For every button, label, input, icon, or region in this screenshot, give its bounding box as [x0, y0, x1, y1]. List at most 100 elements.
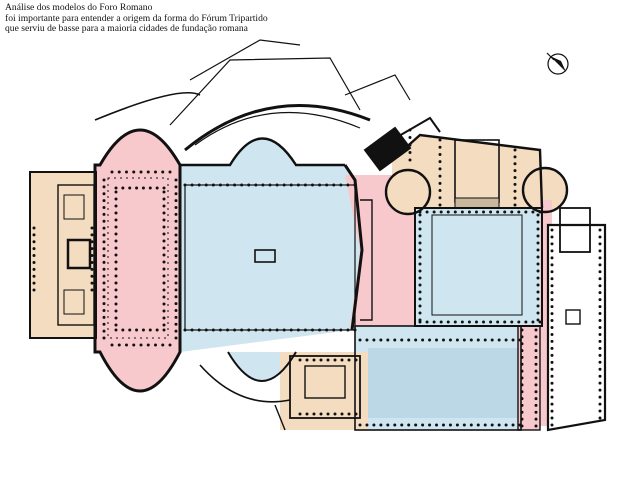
column-dot	[347, 412, 351, 416]
column-dot	[174, 336, 178, 340]
column-dot	[346, 328, 350, 332]
column-dot	[162, 225, 166, 229]
column-dot	[441, 338, 445, 342]
column-dot	[282, 183, 286, 187]
column-dot	[520, 403, 524, 407]
column-dot	[534, 390, 538, 394]
column-dot	[162, 323, 166, 327]
column-dot	[282, 328, 286, 332]
column-dot	[102, 302, 106, 306]
column-dot	[455, 338, 459, 342]
column-dot	[598, 409, 602, 413]
column-dot	[102, 247, 106, 251]
column-dot	[183, 328, 187, 332]
east-pink-strip	[518, 326, 540, 430]
column-dot	[32, 254, 36, 258]
column-dot	[598, 360, 602, 364]
column-dot	[550, 416, 554, 420]
column-dot	[174, 254, 178, 258]
column-dot	[598, 312, 602, 316]
column-dot	[536, 220, 540, 224]
column-dot	[550, 284, 554, 288]
column-dot	[418, 290, 422, 294]
column-dot	[513, 196, 517, 200]
column-dot	[598, 256, 602, 260]
column-dot	[598, 249, 602, 253]
column-dot	[303, 183, 307, 187]
northeast-exedra-left	[386, 170, 430, 214]
column-dot	[598, 353, 602, 357]
column-dot	[536, 290, 540, 294]
column-dot	[536, 234, 540, 238]
column-dot	[354, 358, 358, 362]
column-dot	[254, 183, 258, 187]
column-dot	[598, 416, 602, 420]
column-dot	[482, 210, 486, 214]
column-dot	[372, 423, 376, 427]
column-dot	[418, 227, 422, 231]
column-dot	[536, 269, 540, 273]
column-dot	[114, 295, 118, 299]
column-dot	[550, 423, 554, 427]
column-dot	[32, 233, 36, 237]
column-dot	[102, 322, 106, 326]
column-dot	[365, 338, 369, 342]
column-dot	[504, 338, 508, 342]
column-dot	[102, 219, 106, 223]
column-dot	[174, 281, 178, 285]
column-dot	[520, 383, 524, 387]
column-dot	[102, 226, 106, 230]
column-dot	[174, 240, 178, 244]
column-dot	[474, 320, 478, 324]
column-dot	[312, 412, 316, 416]
column-dot	[534, 328, 538, 332]
column-dot	[102, 309, 106, 313]
column-dot	[536, 213, 540, 217]
column-dot	[168, 170, 172, 174]
central-forum-zone	[180, 138, 362, 352]
column-dot	[275, 183, 279, 187]
column-dot	[462, 423, 466, 427]
column-dot	[418, 210, 422, 214]
column-dot	[114, 323, 118, 327]
column-dot	[513, 148, 517, 152]
column-dot	[102, 192, 106, 196]
column-dot	[517, 210, 521, 214]
column-dot	[332, 183, 336, 187]
column-dot	[110, 343, 114, 347]
column-dot	[326, 412, 330, 416]
column-dot	[102, 267, 106, 271]
column-dot	[536, 262, 540, 266]
column-dot	[114, 225, 118, 229]
column-dot	[102, 315, 106, 319]
column-dot	[32, 240, 36, 244]
column-dot	[102, 233, 106, 237]
column-dot	[155, 186, 159, 190]
column-dot	[114, 253, 118, 257]
column-dot	[534, 403, 538, 407]
column-dot	[218, 328, 222, 332]
column-dot	[418, 234, 422, 238]
column-dot	[483, 423, 487, 427]
column-dot	[268, 328, 272, 332]
column-dot	[114, 239, 118, 243]
column-dot	[346, 183, 350, 187]
column-dot	[102, 260, 106, 264]
column-dot	[354, 412, 358, 416]
southeast-temple-zone	[280, 352, 368, 430]
caption-line-2: foi importante para entender a origem da…	[5, 12, 268, 24]
column-dot	[162, 316, 166, 320]
column-dot	[598, 270, 602, 274]
column-dot	[418, 248, 422, 252]
column-dot	[504, 423, 508, 427]
column-dot	[162, 267, 166, 271]
column-dot	[247, 328, 251, 332]
column-dot	[226, 183, 229, 187]
column-dot	[598, 263, 602, 267]
column-dot	[289, 183, 293, 187]
column-dot	[550, 249, 554, 253]
zone-fills	[30, 130, 605, 430]
column-dot	[520, 328, 524, 332]
column-dot	[114, 274, 118, 278]
column-dot	[90, 233, 94, 237]
